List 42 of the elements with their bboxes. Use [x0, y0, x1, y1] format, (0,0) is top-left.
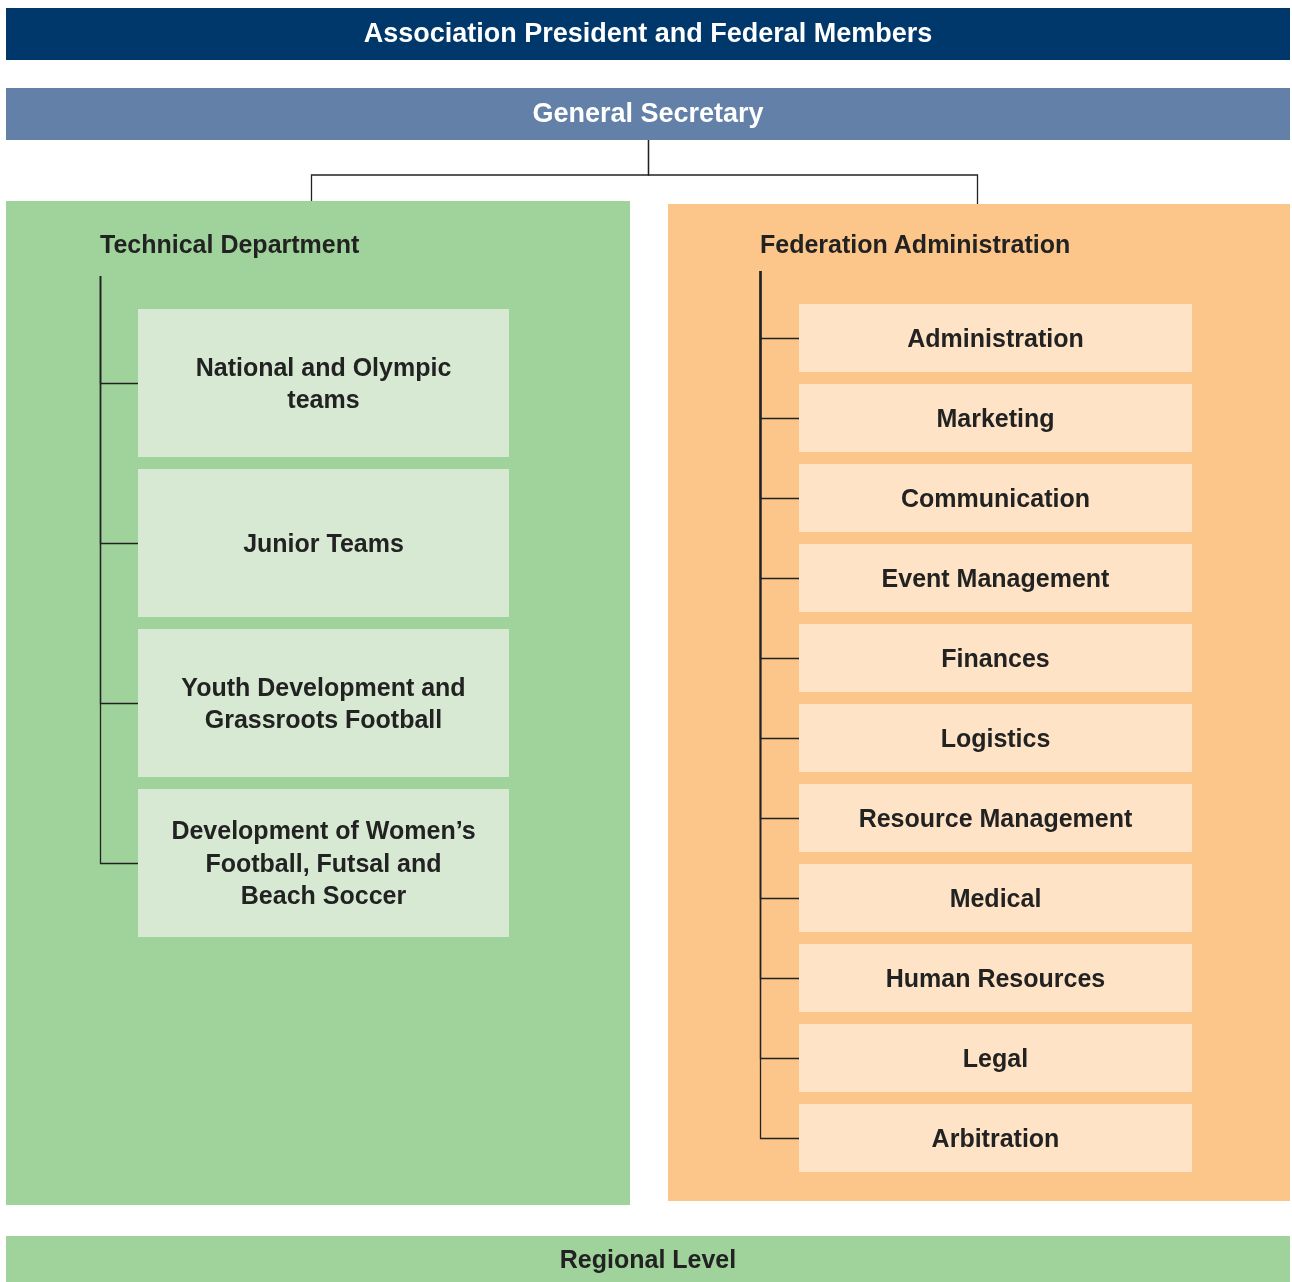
unit-box [138, 789, 509, 937]
unit-box [799, 704, 1192, 772]
unit-label: Arbitration [930, 1122, 1061, 1154]
connector-line [99, 275, 139, 865]
unit-label: Marketing [935, 402, 1056, 434]
unit-label: Logistics [939, 722, 1052, 754]
unit-box [799, 1024, 1192, 1092]
header-bar [6, 1236, 1290, 1282]
unit-label: Junior Teams [242, 527, 405, 559]
unit-box [799, 864, 1192, 932]
unit-label: Development of Women’s Football, Futsal and Beach Soccer [170, 815, 477, 912]
unit-box [799, 304, 1192, 372]
header-bar [6, 88, 1290, 140]
unit-label: National and Olympic teams [194, 351, 453, 415]
panel-heading: Technical Department [100, 229, 360, 260]
unit-label: Youth Development and Grassroots Football [180, 671, 467, 735]
unit-box [138, 469, 509, 617]
unit-label: Event Management [880, 562, 1111, 594]
unit-box [799, 944, 1192, 1012]
unit-label: Administration [906, 322, 1085, 354]
department-panel [6, 201, 630, 1205]
unit-box [138, 629, 509, 777]
unit-label: Finances [940, 642, 1051, 674]
unit-label: Communication [900, 482, 1091, 514]
unit-label: Human Resources [884, 962, 1107, 994]
unit-box [799, 464, 1192, 532]
connector-line [647, 139, 979, 205]
unit-label: Medical [948, 882, 1043, 914]
panel-heading: Federation Administration [760, 229, 1071, 260]
unit-label: Legal [961, 1042, 1030, 1074]
unit-label: Association President and Federal Members [362, 17, 934, 51]
unit-box [799, 1104, 1192, 1172]
unit-box [799, 784, 1192, 852]
header-bar [6, 8, 1290, 60]
unit-box [799, 544, 1192, 612]
department-panel [668, 204, 1290, 1201]
unit-box [799, 384, 1192, 452]
unit-label: Resource Management [857, 802, 1134, 834]
unit-label: General Secretary [531, 97, 765, 131]
unit-box [799, 624, 1192, 692]
unit-label: Regional Level [558, 1243, 738, 1275]
unit-box [138, 309, 509, 457]
